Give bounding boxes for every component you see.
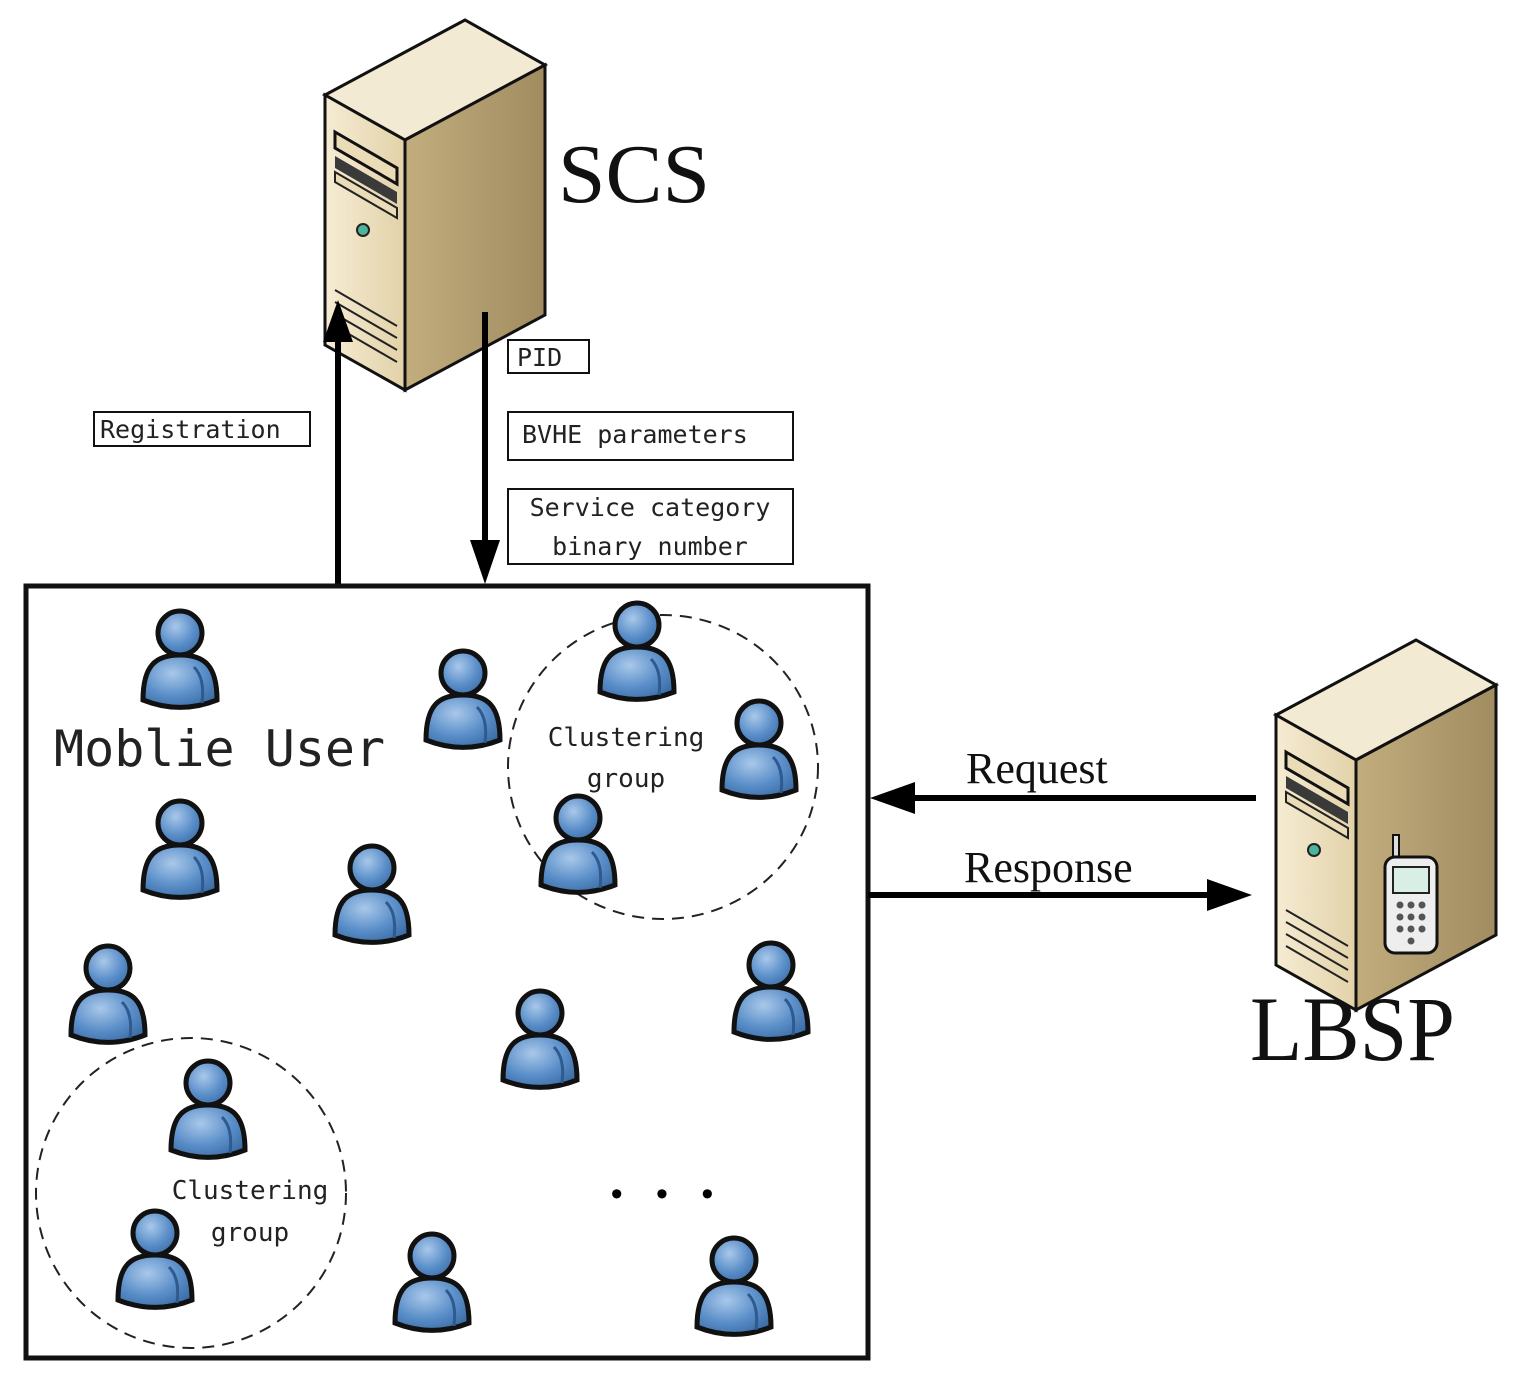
user-icon [71, 946, 145, 1043]
pid-label-box [507, 339, 590, 374]
user-icon [118, 1211, 192, 1308]
user-icon [335, 846, 409, 943]
clustering-group-1-label-line2: group [587, 764, 665, 794]
clustering-group-circle-2 [35, 1037, 347, 1349]
pid-label: PID [517, 343, 562, 372]
clustering-group-2-label-line2: group [211, 1218, 289, 1248]
lbsp-server-icon [1274, 638, 1498, 1012]
service-category-label-line1: Service category [530, 493, 771, 522]
scs-label: SCS [558, 128, 710, 221]
user-icon [143, 611, 217, 708]
response-label: Response [964, 843, 1133, 892]
mobile-user-area [23, 583, 871, 1361]
clustering-group-2-label-line1: Clustering [172, 1176, 329, 1206]
scs-server-icon [323, 18, 547, 392]
response-arrowhead [1207, 879, 1252, 911]
bvhe-label-box [507, 411, 794, 461]
scs-to-users-arrowhead [470, 540, 500, 584]
service-category-label-line2: binary number [552, 532, 748, 561]
user-icon [734, 943, 808, 1040]
clustering-group-circle-1 [507, 614, 819, 920]
user-icon [600, 603, 674, 700]
more-users-ellipsis: • • • [611, 1175, 726, 1213]
mobile-phone-icon [1383, 834, 1439, 955]
user-icon [503, 991, 577, 1088]
service-category-label-box [507, 488, 794, 565]
user-icon [697, 1238, 771, 1335]
registration-label-box [93, 411, 311, 447]
user-icon [722, 701, 796, 798]
lbsp-label: LBSP [1250, 978, 1455, 1080]
mobile-user-label: Moblie User [54, 720, 385, 778]
user-icon [426, 651, 500, 748]
user-icon [395, 1234, 469, 1331]
bvhe-label: BVHE parameters [522, 420, 748, 449]
registration-arrowhead [323, 300, 353, 342]
user-icon [143, 801, 217, 898]
request-arrowhead [870, 782, 915, 814]
user-icon [541, 796, 615, 893]
registration-label: Registration [100, 415, 281, 444]
clustering-group-1-label-line1: Clustering [548, 723, 705, 753]
request-label: Request [966, 744, 1108, 793]
user-icon [171, 1061, 245, 1158]
